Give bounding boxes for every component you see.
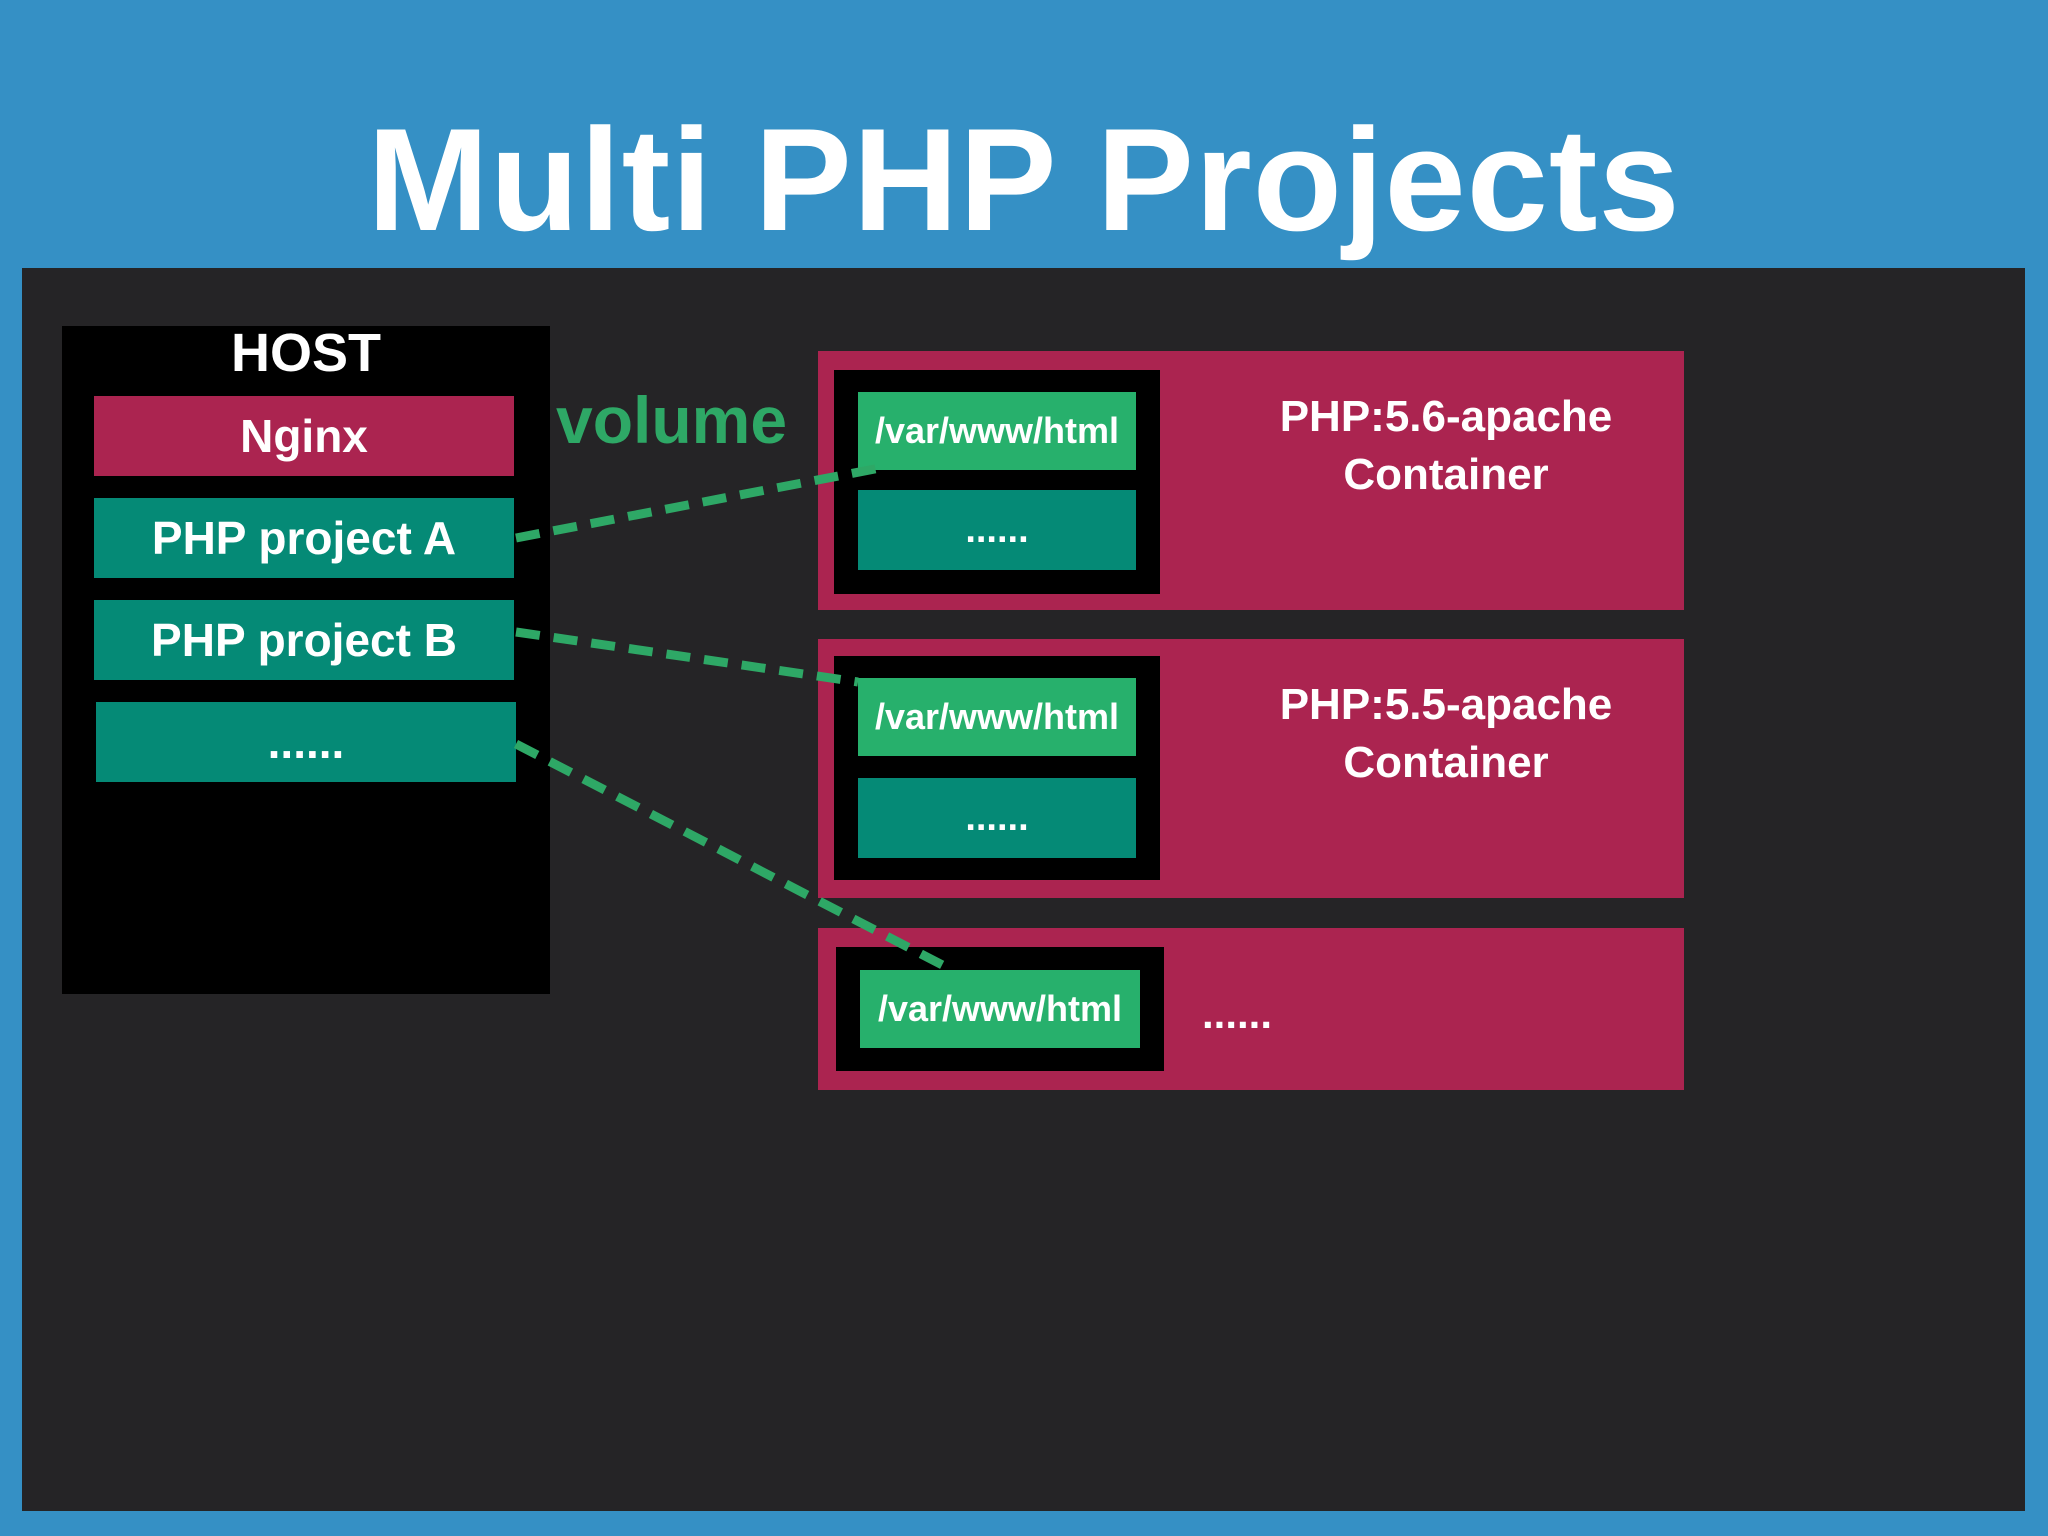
container-image-name: PHP:5.5-apache xyxy=(1279,680,1613,729)
path-label: /var/www/html xyxy=(877,988,1123,1029)
host-item-php-project-b: PHP project B xyxy=(94,600,514,680)
container-php56-label: PHP:5.6-apache Container xyxy=(1226,388,1666,504)
host-label: HOST xyxy=(230,323,381,383)
more-label: ...... xyxy=(965,796,1029,839)
path-label: /var/www/html xyxy=(874,410,1120,451)
container-php56-path: /var/www/html xyxy=(858,392,1136,470)
host-item-label: PHP project B xyxy=(151,614,457,666)
path-label: /var/www/html xyxy=(874,696,1120,737)
host-item-label: ...... xyxy=(267,716,345,768)
container-php55-label: PHP:5.5-apache Container xyxy=(1226,676,1666,792)
container-php55-path: /var/www/html xyxy=(858,678,1136,756)
host-item-label: Nginx xyxy=(240,410,368,462)
volume-label: volume xyxy=(556,383,788,457)
container-other-more: ...... xyxy=(1202,990,1273,1037)
container-type: Container xyxy=(1343,450,1549,499)
slide-title: Multi PHP Projects xyxy=(367,98,1681,261)
more-label: ...... xyxy=(965,508,1029,551)
container-php56-more: ...... xyxy=(858,490,1136,570)
container-type: Container xyxy=(1343,738,1549,787)
container-php55-more: ...... xyxy=(858,778,1136,858)
container-other-path: /var/www/html xyxy=(860,970,1140,1048)
host-item-php-project-a: PHP project A xyxy=(94,498,514,578)
host-item-label: PHP project A xyxy=(151,512,457,564)
host-item-more: ...... xyxy=(96,702,516,782)
container-image-name: PHP:5.6-apache xyxy=(1279,392,1613,441)
host-item-nginx: Nginx xyxy=(94,396,514,476)
